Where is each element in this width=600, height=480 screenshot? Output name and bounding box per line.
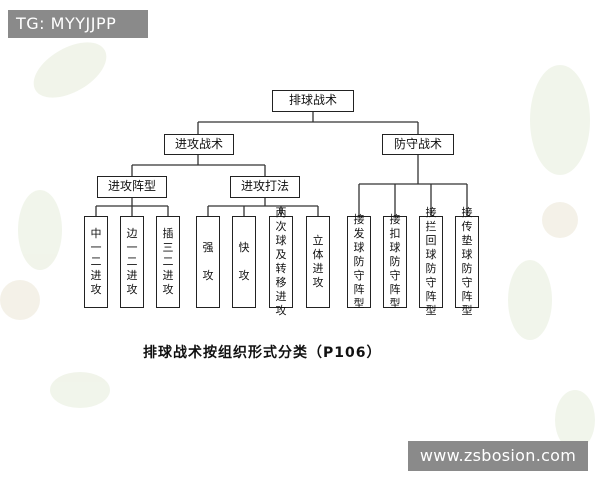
leaf-formation: 边一二进攻 xyxy=(120,216,144,308)
leaf-char: 二 xyxy=(90,255,102,268)
leaf-defense: 接扣球防守阵型 xyxy=(383,213,407,310)
leaf-char: 守 xyxy=(353,269,365,282)
leaf-char: 接 xyxy=(425,206,437,219)
leaf-hitting: 两次球及转移进攻 xyxy=(269,206,293,317)
leaf-char: 型 xyxy=(461,304,473,317)
leaf-char: 球 xyxy=(425,248,437,261)
watermark-top-left: TG: MYYJJPP xyxy=(8,10,148,38)
leaf-char: 型 xyxy=(353,297,365,310)
leaf-char: 拦 xyxy=(425,220,437,233)
leaf-char: 强 xyxy=(202,241,214,254)
leaf-char: 型 xyxy=(425,304,437,317)
leaf-char: 攻 xyxy=(202,269,214,282)
leaf-char: 攻 xyxy=(238,269,250,282)
node-defense-tactics: 防守战术 xyxy=(382,134,454,155)
leaf-defense: 接拦回球防守阵型 xyxy=(419,206,443,317)
leaf-char: 边 xyxy=(126,227,138,240)
leaf-char: 型 xyxy=(389,297,401,310)
leaf-char: 球 xyxy=(353,241,365,254)
leaf-char: 阵 xyxy=(389,283,401,296)
leaf-formation: 中一二进攻 xyxy=(84,216,108,308)
leaf-char: 两 xyxy=(275,206,287,219)
leaf-char: 球 xyxy=(461,248,473,261)
node-attack-formation: 进攻阵型 xyxy=(97,176,167,198)
leaf-char: 进 xyxy=(275,290,287,303)
leaf-char: 中 xyxy=(90,227,102,240)
leaf-char: 次 xyxy=(275,220,287,233)
leaf-char: 阵 xyxy=(461,290,473,303)
leaf-char: 进 xyxy=(312,262,324,275)
leaf-char: 防 xyxy=(461,262,473,275)
leaf-char: 及 xyxy=(275,248,287,261)
leaf-char: 攻 xyxy=(90,283,102,296)
leaf-char: 进 xyxy=(126,269,138,282)
leaf-char: 一 xyxy=(90,241,102,254)
leaf-char: 防 xyxy=(389,255,401,268)
leaf-char: 守 xyxy=(425,276,437,289)
node-attack-hitting: 进攻打法 xyxy=(230,176,300,198)
leaf-char: 守 xyxy=(389,269,401,282)
leaf-char: 移 xyxy=(275,276,287,289)
leaf-char: 攻 xyxy=(126,283,138,296)
leaf-char: 传 xyxy=(461,220,473,233)
leaf-formation: 插三二进攻 xyxy=(156,216,180,308)
node-root: 排球战术 xyxy=(272,90,354,112)
leaf-char: 二 xyxy=(162,255,174,268)
leaf-defense: 接传垫球防守阵型 xyxy=(455,206,479,317)
leaf-char: 进 xyxy=(162,269,174,282)
leaf-char: 垫 xyxy=(461,234,473,247)
leaf-char: 三 xyxy=(162,241,174,254)
leaf-char: 转 xyxy=(275,262,287,275)
leaf-char: 立 xyxy=(312,234,324,247)
leaf-char: 一 xyxy=(126,241,138,254)
leaf-char: 接 xyxy=(353,213,365,226)
leaf-char: 扣 xyxy=(389,227,401,240)
diagram-caption: 排球战术按组织形式分类（P106） xyxy=(143,345,382,361)
leaf-char: 回 xyxy=(425,234,437,247)
leaf-char: 阵 xyxy=(425,290,437,303)
leaf-hitting: 强攻 xyxy=(196,216,220,308)
leaf-char: 体 xyxy=(312,248,324,261)
leaf-char: 插 xyxy=(162,227,174,240)
leaf-char: 二 xyxy=(126,255,138,268)
leaf-char: 阵 xyxy=(353,283,365,296)
leaf-char: 接 xyxy=(389,213,401,226)
leaf-char: 攻 xyxy=(162,283,174,296)
leaf-hitting: 立体进攻 xyxy=(306,216,330,308)
watermark-bottom-right: www.zsbosion.com xyxy=(408,441,588,471)
leaf-char: 防 xyxy=(425,262,437,275)
leaf-char: 球 xyxy=(389,241,401,254)
leaf-char: 攻 xyxy=(275,304,287,317)
leaf-char: 球 xyxy=(275,234,287,247)
leaf-char: 发 xyxy=(353,227,365,240)
leaf-char: 攻 xyxy=(312,276,324,289)
node-attack-tactics: 进攻战术 xyxy=(164,134,234,155)
leaf-char: 守 xyxy=(461,276,473,289)
leaf-char: 接 xyxy=(461,206,473,219)
leaf-defense: 接发球防守阵型 xyxy=(347,213,371,310)
leaf-hitting: 快攻 xyxy=(232,216,256,308)
leaf-char: 防 xyxy=(353,255,365,268)
leaf-char: 快 xyxy=(238,241,250,254)
leaf-char: 进 xyxy=(90,269,102,282)
